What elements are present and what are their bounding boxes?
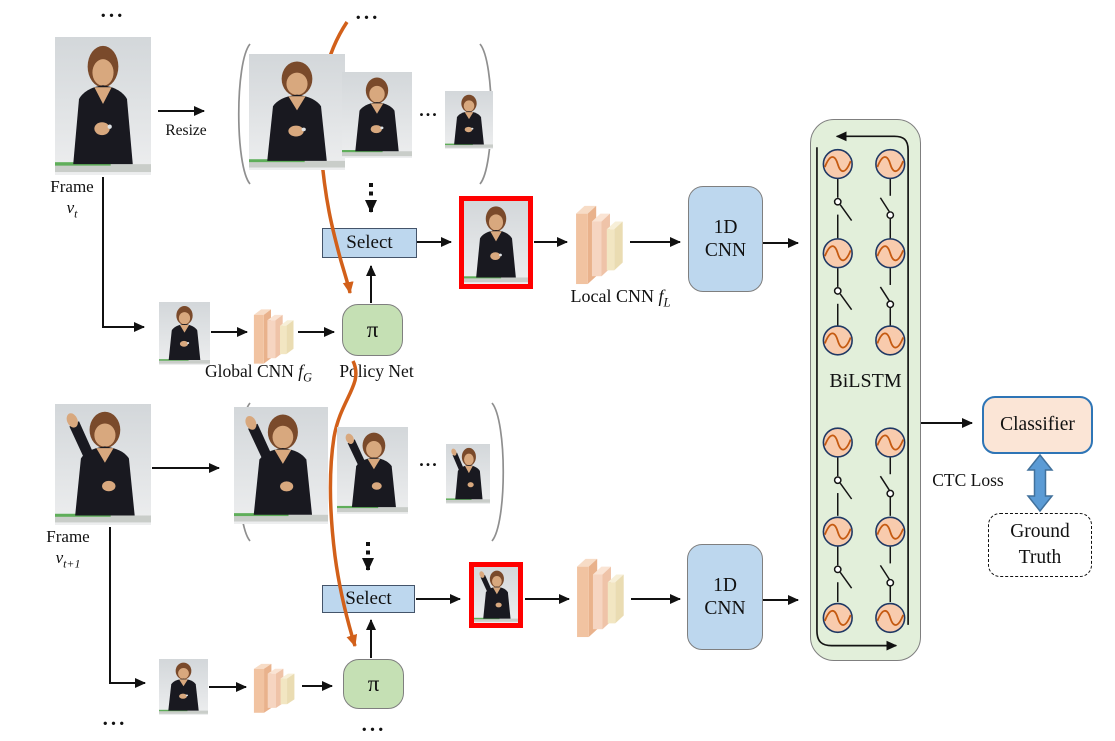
lstm-neuron-icon — [822, 325, 854, 356]
switch-icon — [833, 457, 853, 516]
resized-medium2-image — [337, 427, 408, 514]
ellipsis-bottom-left: ... — [102, 706, 128, 730]
selected-resolution-image — [459, 196, 533, 289]
bilstm-internals — [816, 131, 909, 651]
pi-symbol: π — [367, 671, 380, 697]
selected-resolution2-image — [469, 562, 523, 628]
lstm-neuron-icon — [822, 237, 854, 269]
lstm-neuron-icon — [875, 148, 906, 180]
policy-net-label: Policy Net — [339, 361, 414, 381]
lstm-neuron-icon — [875, 516, 906, 547]
global-cnn-label: Global CNN fG — [204, 361, 313, 385]
backward-recurrence-arrow — [835, 131, 909, 625]
bilstm-block: BiLSTM — [810, 119, 921, 661]
local-cnn-label: Local CNN fL — [570, 286, 671, 310]
cnn1d-line1: 1D — [713, 574, 737, 596]
resized-small2-image — [446, 444, 490, 504]
ellipsis-scales-top: ... — [419, 100, 439, 120]
ctc-loss-label: CTC Loss — [932, 470, 1004, 490]
select-label: Select — [345, 587, 392, 609]
bilstm-label: BiLSTM — [829, 370, 902, 392]
frame-t-image — [55, 37, 151, 175]
policy-net-pi-box-top: π — [342, 304, 403, 356]
resized-large2-image — [234, 407, 328, 524]
frame-t-label: Frame vt — [50, 177, 94, 221]
cnn1d-box-top: 1D CNN — [688, 186, 763, 292]
ellipsis-top-center: ... — [355, 0, 381, 24]
global-cnn-layers2-icon — [253, 659, 299, 714]
ellipsis-top-left: ... — [100, 0, 126, 22]
ellipsis-scales-bottom: ... — [419, 450, 439, 470]
policy-net-pi-box-bottom: π — [343, 659, 404, 709]
switch-icon — [833, 546, 853, 603]
cnn1d-line1: 1D — [713, 216, 738, 238]
pi-symbol: π — [366, 317, 379, 343]
forward-recurrence-arrow — [816, 147, 898, 651]
select-box-bottom: Select — [322, 585, 415, 613]
lstm-neuron-icon — [822, 602, 854, 634]
select-label: Select — [346, 231, 393, 253]
frame-t1-label: Frame vt+1 — [46, 527, 90, 571]
classifier-label: Classifier — [1000, 414, 1075, 436]
resize-label: Resize — [165, 122, 207, 139]
switch-icon — [833, 268, 853, 326]
resized-medium-image — [342, 72, 412, 158]
ctc-loss-double-arrow-icon — [1026, 453, 1054, 513]
lstm-neuron-icon — [875, 427, 906, 458]
lstm-neuron-icon — [875, 602, 906, 634]
cnn1d-line2: CNN — [704, 598, 746, 619]
lstm-neuron-icon — [875, 237, 906, 269]
classifier-box: Classifier — [982, 396, 1093, 454]
resized-large-image — [249, 54, 345, 170]
select-box-top: Select — [322, 228, 417, 258]
local-cnn-layers2-icon — [576, 551, 629, 639]
ground-truth-box: Ground Truth — [988, 513, 1092, 577]
downsampled-thumb-image — [159, 302, 210, 365]
bracket-close2-icon — [491, 402, 505, 542]
cnn1d-line2: CNN — [704, 240, 747, 261]
switch-icon — [879, 457, 895, 516]
ground-truth-line2: Truth — [1018, 547, 1062, 568]
lstm-neuron-icon — [875, 325, 906, 356]
ground-truth-line1: Ground — [1010, 520, 1070, 542]
downsampled-thumb2-image — [159, 659, 208, 715]
ellipsis-bottom-center: ... — [361, 712, 387, 736]
global-cnn-layers-icon — [253, 304, 298, 365]
switch-icon — [879, 268, 895, 326]
lstm-neuron-icon — [822, 427, 854, 458]
switch-icon — [879, 546, 895, 603]
switch-icon — [879, 178, 895, 239]
frame-t-to-global-arrow — [102, 177, 145, 332]
cnn1d-box-bottom: 1D CNN — [687, 544, 763, 650]
lstm-neuron-icon — [822, 148, 854, 180]
local-cnn-layers-icon — [575, 198, 628, 286]
resized-small-image — [445, 91, 493, 149]
switch-icon — [833, 178, 853, 239]
frame-t1-image — [55, 404, 151, 525]
lstm-neuron-icon — [822, 516, 854, 547]
frame-t1-to-global-arrow — [109, 527, 146, 688]
